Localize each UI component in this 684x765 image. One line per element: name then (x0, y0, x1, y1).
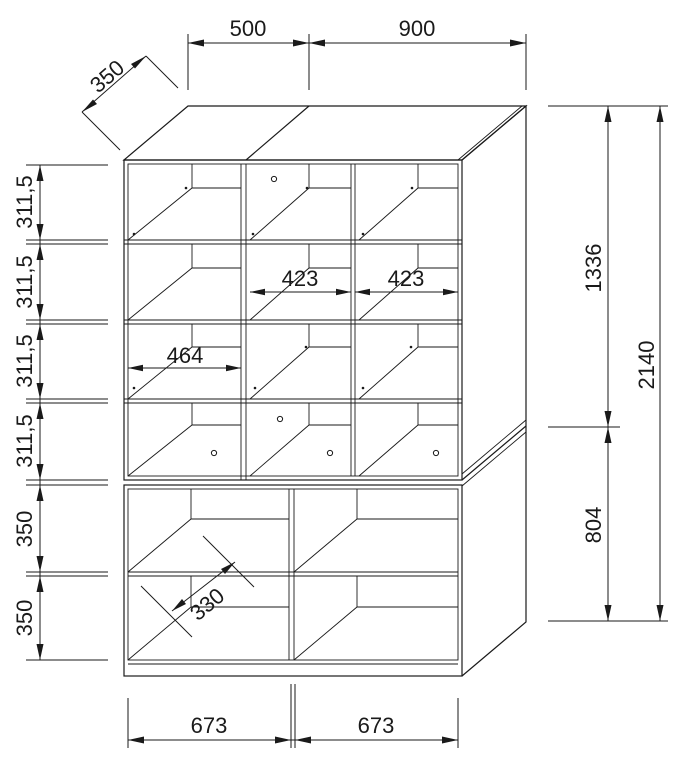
dim-top-widths: 500 900 (187, 16, 527, 90)
dim-depth: 350 (81, 55, 179, 151)
hinge-dot (361, 386, 365, 390)
cabinet-body (122, 104, 528, 677)
upper-compartment-interiors (127, 164, 458, 477)
dim-label-bottom-right: 673 (358, 713, 395, 738)
upper-front-frame (123, 159, 463, 481)
dim-label-bottom-row-2: 350 (12, 600, 37, 637)
hinge-dot (304, 345, 308, 349)
dim-label-500: 500 (230, 16, 267, 41)
hinge-dot (132, 232, 136, 236)
hinge-dot (251, 232, 255, 236)
lower-compartment-interiors (127, 489, 458, 661)
hinge-dot (409, 345, 413, 349)
dim-bottom-widths: 673 673 (127, 684, 459, 748)
dim-label-bottom-row-1: 350 (12, 511, 37, 548)
hinge-dot (410, 186, 414, 190)
dim-right-heights: 1336 804 2140 (548, 105, 668, 622)
knob (270, 175, 278, 183)
dim-inner-widths: 423 423 464 (128, 266, 458, 372)
top-surface (122, 105, 528, 161)
dim-label-900: 900 (399, 16, 436, 41)
knob (210, 449, 218, 457)
knob (432, 449, 440, 457)
dim-label-row-2: 311,5 (12, 255, 37, 308)
dim-label-1336: 1336 (581, 244, 606, 293)
hinge-dot (305, 186, 309, 190)
lower-front-frame (123, 484, 463, 677)
dim-inner-depth: 330 (140, 535, 255, 638)
dim-left-heights: 311,5 311,5 311,5 311,5 350 350 (12, 164, 108, 661)
dim-label-row-4: 311,5 (12, 414, 37, 467)
dim-label-inner-464: 464 (167, 343, 204, 368)
knob (326, 449, 334, 457)
dim-label-depth: 350 (85, 55, 129, 98)
dim-label-row-3: 311,5 (12, 334, 37, 387)
dim-label-bottom-left: 673 (191, 713, 228, 738)
hinge-dot (184, 186, 188, 190)
hinge-dot (132, 386, 136, 390)
dim-label-inner-423-a: 423 (282, 266, 319, 291)
hinge-dot (253, 386, 257, 390)
hardware (132, 175, 440, 457)
knob (276, 415, 284, 423)
dim-label-804: 804 (581, 507, 606, 544)
hinge-dot (361, 232, 365, 236)
dim-label-inner-depth: 330 (185, 583, 229, 626)
dim-label-2140: 2140 (634, 341, 659, 390)
dim-label-inner-423-b: 423 (388, 266, 425, 291)
dim-label-row-1: 311,5 (12, 175, 37, 228)
right-side-panel (457, 104, 527, 677)
dimension-lines: 500 900 350 (12, 16, 668, 748)
